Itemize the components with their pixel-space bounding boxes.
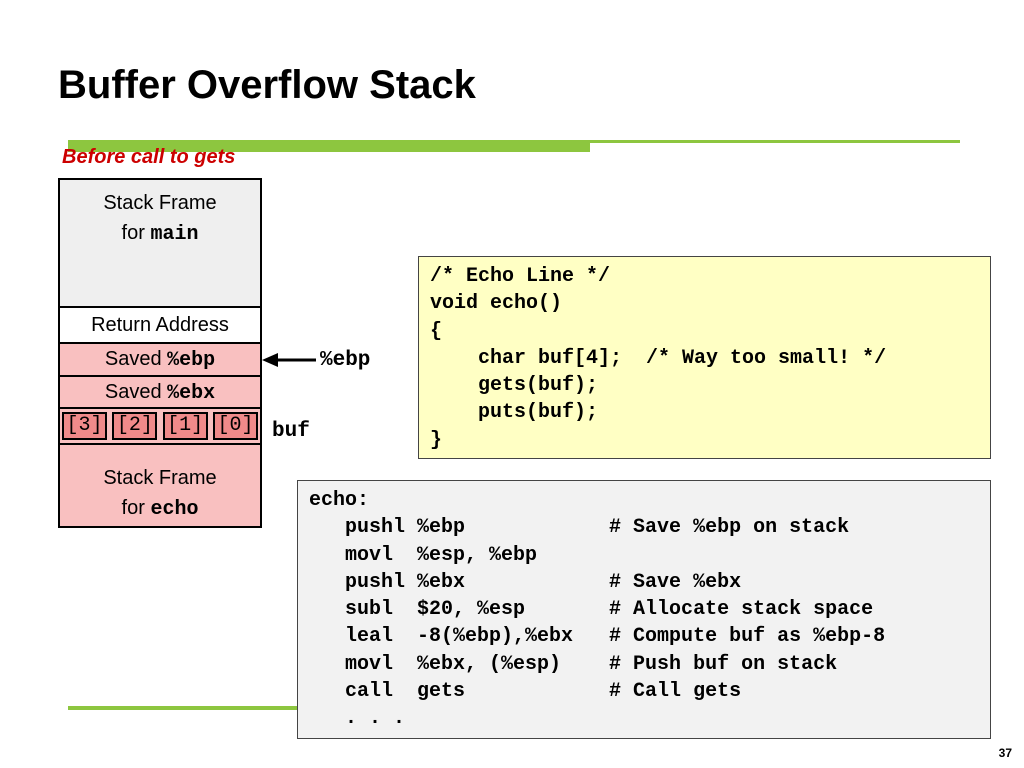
c-code-line: char buf[4]; /* Way too small! */ <box>430 346 887 370</box>
asm-code-line: movl %esp, %ebp <box>309 543 538 567</box>
title-underline-thin <box>590 140 960 143</box>
buf-byte-0: [0] <box>212 412 258 440</box>
buf-byte-1: [1] <box>162 412 208 440</box>
stack-frame-echo: Stack Frame for echo <box>60 445 260 526</box>
buf-byte-3: [3] <box>62 412 107 440</box>
c-code-line: } <box>430 428 443 452</box>
asm-code-line: call gets # Call gets <box>309 680 742 704</box>
buf-cell: [3] [2] [1] [0] <box>60 409 260 445</box>
asm-code-line: pushl %ebx # Save %ebx <box>309 570 742 594</box>
saved-ebp-register: %ebp <box>167 349 216 372</box>
ebp-pointer-label: %ebp <box>320 349 371 372</box>
stack-frame-echo-label: Stack Frame <box>103 467 217 489</box>
footer-divider <box>68 706 297 710</box>
asm-code-box: echo: pushl %ebp # Save %ebp on stack mo… <box>297 480 991 739</box>
buf-byte-2: [2] <box>112 412 158 440</box>
saved-ebx-cell: Saved %ebx <box>60 377 260 409</box>
return-address-cell: Return Address <box>60 308 260 344</box>
c-code-line: puts(buf); <box>430 401 599 425</box>
stack-diagram: Stack Frame for main Return Address Save… <box>58 178 262 528</box>
c-code-line: void echo() <box>430 292 563 316</box>
saved-ebp-cell: Saved %ebp <box>60 344 260 377</box>
slide-title: Buffer Overflow Stack <box>58 63 476 107</box>
stack-frame-echo-for: for echo <box>121 497 199 521</box>
buf-label: buf <box>272 420 310 443</box>
saved-ebx-register: %ebx <box>167 382 216 405</box>
stack-frame-main-for: for main <box>121 222 199 246</box>
stack-frame-main: Stack Frame for main <box>60 180 260 308</box>
asm-code-line: leal -8(%ebp),%ebx # Compute buf as %ebp… <box>309 625 886 649</box>
page-number: 37 <box>998 746 1012 760</box>
asm-code-line: subl $20, %esp # Allocate stack space <box>309 598 874 622</box>
asm-code-line: . . . <box>309 707 406 731</box>
c-code-box: /* Echo Line */ void echo() { char buf[4… <box>418 256 991 459</box>
slide-subtitle: Before call to gets <box>62 146 236 168</box>
asm-code-line: movl %ebx, (%esp) # Push buf on stack <box>309 652 838 676</box>
title-underline-thick <box>68 140 590 152</box>
c-code-line: { <box>430 319 443 343</box>
stack-frame-main-label: Stack Frame <box>103 192 217 214</box>
asm-code-line: pushl %ebp # Save %ebp on stack <box>309 516 850 540</box>
asm-code-line: echo: <box>309 489 370 512</box>
c-code-line: /* Echo Line */ <box>430 265 611 288</box>
ebp-pointer-arrow-icon <box>262 353 316 367</box>
function-name-echo: echo <box>150 498 199 521</box>
function-name-main: main <box>150 223 199 246</box>
c-code-line: gets(buf); <box>430 374 599 398</box>
